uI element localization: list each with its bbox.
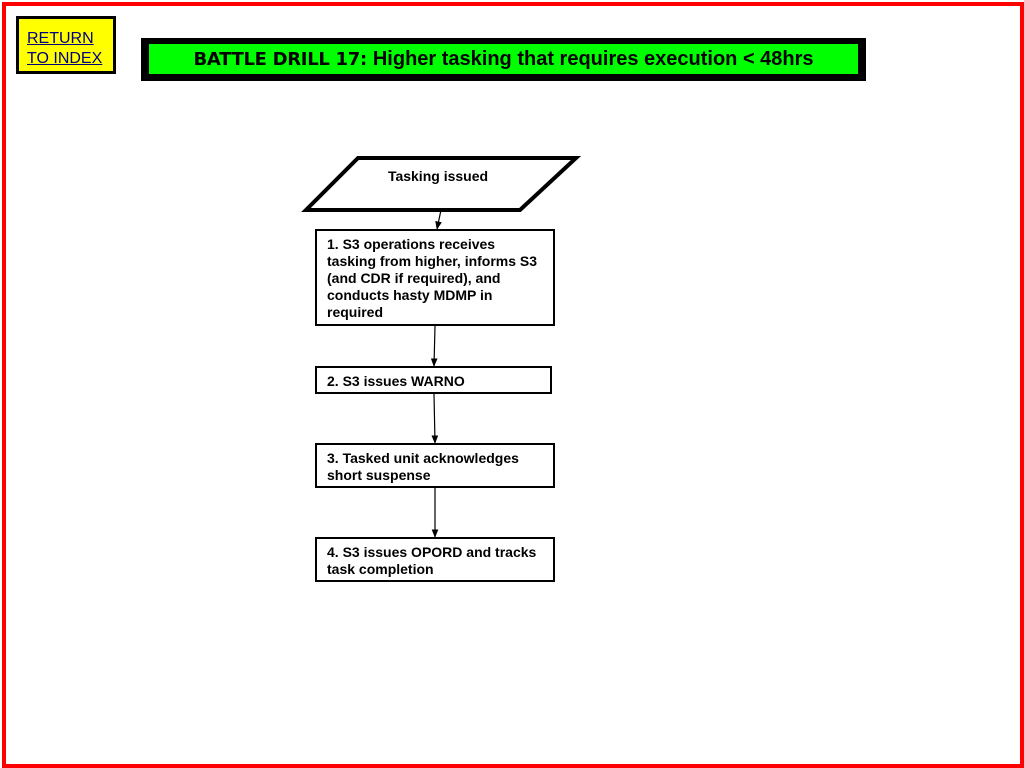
return-to-index-button[interactable]: RETURN TO INDEX: [16, 16, 116, 74]
return-label-line2: TO INDEX: [27, 50, 103, 67]
title-banner: BATTLE DRILL 17: Higher tasking that req…: [141, 38, 866, 81]
connector-step1-to-step2: [430, 325, 438, 367]
step-2-box: 2. S3 issues WARNO: [315, 366, 552, 394]
connector-start-to-step1: [435, 209, 442, 230]
connector-step2-to-step3: [431, 393, 439, 444]
start-label: Tasking issued: [387, 168, 489, 184]
page-title-drill: BATTLE DRILL 17:: [193, 48, 367, 70]
title-banner-inner: BATTLE DRILL 17: Higher tasking that req…: [149, 44, 858, 74]
start-parallelogram: [301, 156, 582, 212]
return-label-line1: RETURN: [27, 30, 94, 47]
step-4-box: 4. S3 issues OPORD and tracks task compl…: [315, 537, 555, 582]
page-title-description: Higher tasking that requires execution <…: [372, 47, 814, 70]
step-3-box: 3. Tasked unit acknowledges short suspen…: [315, 443, 555, 488]
step-1-box: 1. S3 operations receives tasking from h…: [315, 229, 555, 326]
